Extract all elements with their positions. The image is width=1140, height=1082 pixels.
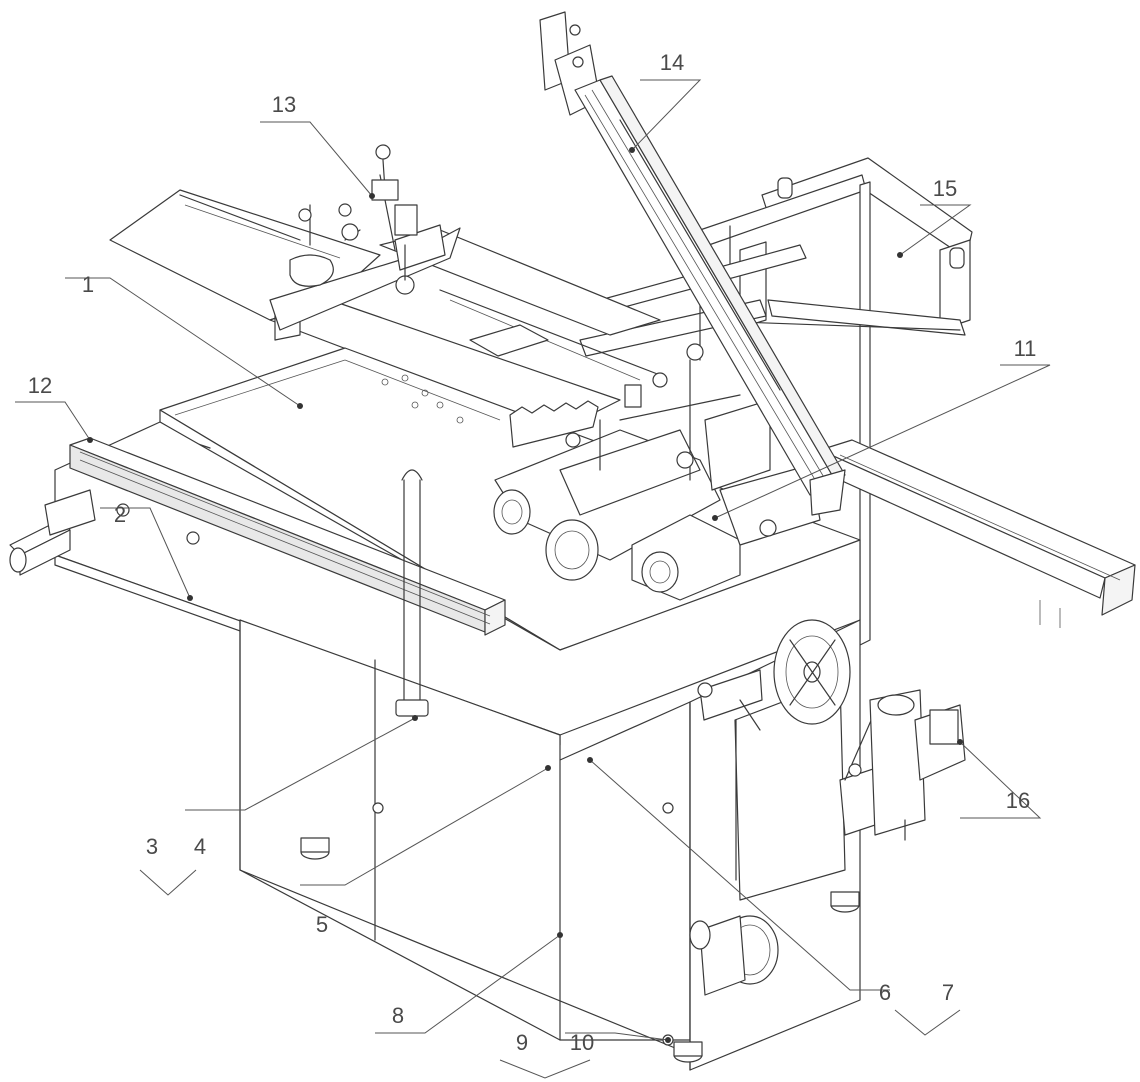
callout-6: 6 [879, 980, 891, 1005]
leveling-feet [300, 837, 860, 1063]
callout-7: 7 [942, 980, 954, 1005]
fence-assembly [269, 144, 461, 331]
callout-11: 11 [1014, 336, 1037, 361]
callout-3: 3 [146, 834, 158, 859]
callout-14: 14 [660, 50, 684, 75]
callout-9: 9 [516, 1030, 528, 1055]
outrigger-frame [579, 157, 973, 646]
rip-fence-rail [9, 437, 506, 636]
callout-2: 2 [114, 502, 126, 527]
handwheel [773, 619, 851, 725]
callout-16: 16 [1006, 788, 1030, 813]
callout-1: 1 [82, 272, 94, 297]
callout-10: 10 [570, 1030, 594, 1055]
overhead-guard-arm [539, 11, 846, 516]
side-lever-controls [697, 669, 966, 841]
callout-5: 5 [316, 912, 328, 937]
cutter-head [493, 343, 821, 601]
callout-8: 8 [392, 1003, 404, 1028]
callout-4: 4 [194, 834, 206, 859]
dust-outlet [689, 915, 779, 996]
callout-labels: 1 2 3 4 5 6 7 8 9 10 11 12 13 14 15 16 [28, 50, 1037, 1055]
callout-12: 12 [28, 373, 52, 398]
split-rod [395, 469, 429, 717]
callout-13: 13 [272, 92, 296, 117]
callout-15: 15 [933, 176, 957, 201]
leader-lines [15, 79, 1051, 1079]
